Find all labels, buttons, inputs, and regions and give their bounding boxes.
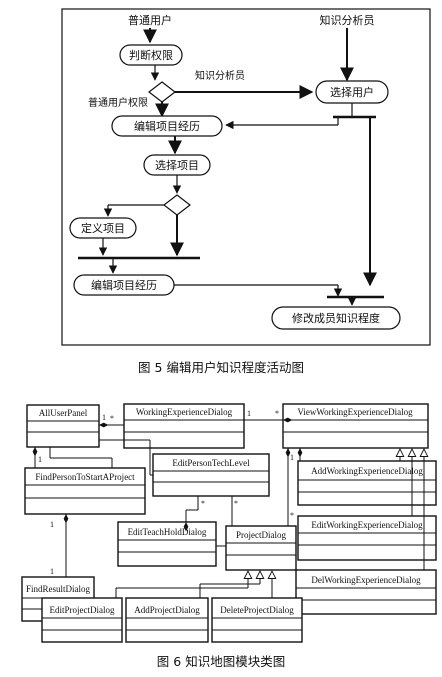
- class-edit-teach-hold-dialog-label: EditTeachHoldDialog: [128, 527, 207, 537]
- class-relationships: [32, 417, 424, 598]
- class-edit-working-experience-dialog-label: EditWorkingExperienceDialog: [311, 520, 423, 530]
- class-edit-person-tech-level-label: EditPersonTechLevel: [172, 458, 250, 468]
- node-select-project-label: 选择项目: [155, 158, 199, 172]
- class-edit-project-dialog: EditProjectDialog: [41, 597, 123, 643]
- mult-6: 1: [50, 520, 54, 529]
- mult-4: *: [275, 409, 279, 418]
- mult-1: 1: [102, 413, 106, 422]
- activity-diagram: 普通用户 知识分析员 判断权限 知识分析员 普通用户权限 选择用户 编辑项目经历…: [61, 8, 431, 346]
- mult-7: 1: [50, 567, 54, 576]
- class-all-user-panel-label: AllUserPanel: [39, 408, 88, 418]
- class-project-dialog: ProjectDialog: [225, 525, 297, 571]
- class-del-working-experience-dialog-label: DelWorkingExperienceDialog: [311, 575, 421, 585]
- class-add-project-dialog: AddProjectDialog: [125, 597, 209, 643]
- mult-5: 1: [38, 455, 42, 464]
- node-check-permission-label: 判断权限: [129, 48, 173, 62]
- class-view-working-experience-dialog: ViewWorkingExperienceDialog: [282, 403, 429, 449]
- node-modify-member-knowledge: [271, 306, 401, 330]
- class-add-working-experience-dialog-label: AddWorkingExperienceDialog: [311, 466, 423, 476]
- class-all-user-panel: AllUserPanel: [26, 404, 100, 448]
- mult-3: 1: [247, 409, 251, 418]
- node-modify-member-knowledge-label: 修改成员知识程度: [292, 311, 380, 325]
- mult-10: *: [201, 499, 205, 508]
- activity-frame: [61, 8, 431, 346]
- decision-permission: [148, 81, 176, 103]
- node-check-permission: [119, 44, 183, 66]
- class-edit-project-dialog-label: EditProjectDialog: [50, 605, 115, 615]
- node-define-project-label: 定义项目: [81, 221, 125, 235]
- caption-figure-5: 图 5 编辑用户知识程度活动图: [138, 360, 304, 375]
- class-add-project-dialog-label: AddProjectDialog: [134, 605, 200, 615]
- class-find-result-dialog-label: FindResultDialog: [26, 584, 91, 594]
- class-working-experience-dialog: WorkingExperienceDialog: [123, 403, 245, 449]
- class-edit-teach-hold-dialog: EditTeachHoldDialog: [117, 521, 217, 567]
- decision-project: [163, 194, 191, 216]
- mult-2: *: [110, 414, 114, 423]
- class-edit-working-experience-dialog: EditWorkingExperienceDialog: [297, 515, 437, 561]
- class-add-working-experience-dialog: AddWorkingExperienceDialog: [297, 460, 437, 506]
- class-find-person-to-start-a-project: FindPersonToStartAProject: [24, 467, 146, 515]
- node-select-user-label: 选择用户: [330, 85, 374, 99]
- class-diagram: AllUserPanel WorkingExperienceDialog Vie…: [21, 403, 437, 643]
- branch-normal-user-label: 普通用户权限: [88, 96, 148, 109]
- class-del-working-experience-dialog: DelWorkingExperienceDialog: [295, 569, 437, 615]
- mult-9: *: [290, 511, 294, 520]
- class-find-person-label: FindPersonToStartAProject: [35, 472, 135, 482]
- class-view-working-experience-dialog-label: ViewWorkingExperienceDialog: [297, 407, 413, 417]
- node-edit-project-experience-2-label: 编辑项目经历: [91, 278, 157, 292]
- branch-analyst-label: 知识分析员: [195, 69, 245, 82]
- label-knowledge-analyst: 知识分析员: [320, 13, 375, 27]
- mult-11: *: [234, 499, 238, 508]
- node-edit-project-experience: [111, 115, 223, 137]
- class-edit-person-tech-level: EditPersonTechLevel: [152, 453, 270, 497]
- caption-figure-6: 图 6 知识地图模块类图: [157, 654, 285, 669]
- class-delete-project-dialog: DeleteProjectDialog: [211, 597, 303, 643]
- label-normal-user: 普通用户: [128, 13, 172, 27]
- node-edit-project-experience-label: 编辑项目经历: [134, 119, 200, 133]
- class-delete-project-dialog-label: DeleteProjectDialog: [220, 605, 294, 615]
- class-project-dialog-label: ProjectDialog: [236, 530, 286, 540]
- class-working-experience-dialog-label: WorkingExperienceDialog: [136, 407, 233, 417]
- mult-8: 1: [290, 453, 294, 462]
